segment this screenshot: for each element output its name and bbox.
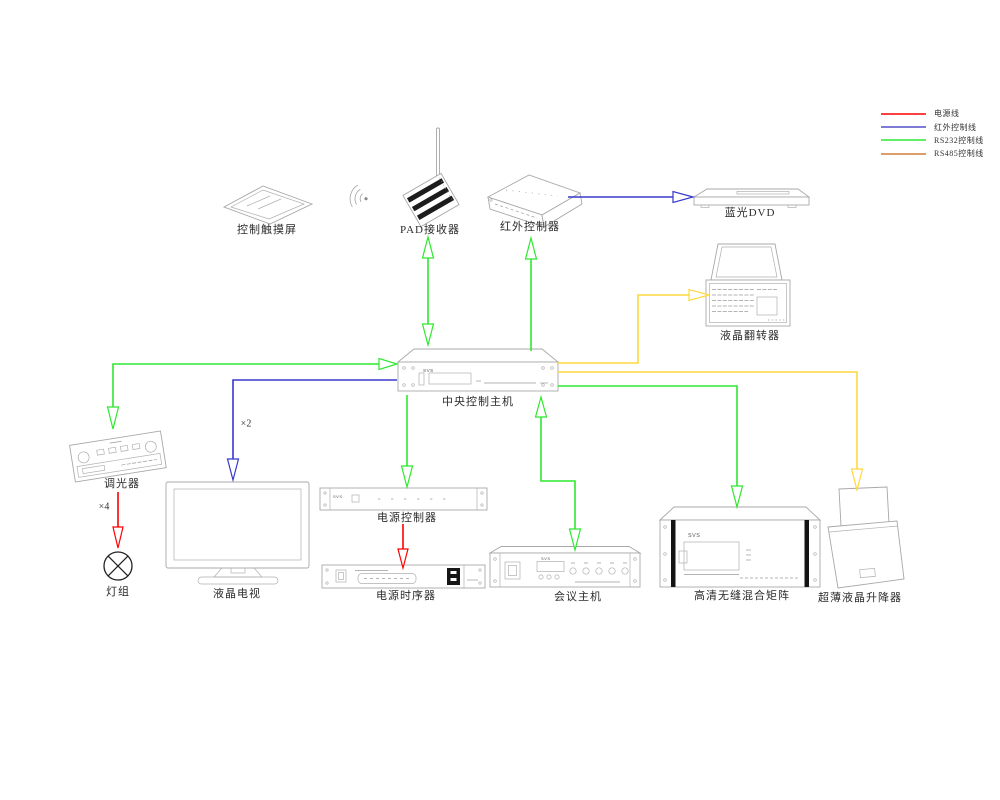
- rs232-line-dimmer: [106, 357, 400, 430]
- legend-item-rs485: RS485控制线: [880, 147, 984, 160]
- matrix-graphic: SVS: [658, 506, 822, 588]
- pad-receiver-graphic: [402, 127, 460, 228]
- ir-line-dvd: [568, 190, 696, 204]
- dimmer-graphic: [69, 430, 167, 483]
- arrow-into-lifter: [850, 468, 864, 493]
- legend-label-rs485: RS485控制线: [934, 149, 984, 159]
- arrow-into-host-left: [378, 357, 400, 371]
- rs232-line-pad-receiver: [421, 234, 435, 348]
- legend-swatch-rs232: [881, 139, 926, 142]
- arrow-into-host-top-left: [421, 323, 435, 348]
- legend-swatch-power: [881, 112, 926, 115]
- power-line-lamp: [112, 492, 124, 549]
- arrow-into-dvd: [672, 190, 696, 204]
- legend-label-rs232: RS232控制线: [934, 135, 984, 145]
- arrow-into-tv: [226, 458, 240, 483]
- label-bluray-dvd: 蓝光DVD: [724, 207, 776, 219]
- touch-screen-graphic: [222, 185, 314, 225]
- annotation-lamp-count: ×4: [98, 501, 110, 513]
- label-power-controller: 电源控制器: [377, 512, 437, 524]
- power-controller-graphic: SVS: [319, 487, 488, 511]
- conference-host-graphic: SVS: [488, 546, 642, 588]
- wifi-signal-icon: [349, 184, 368, 208]
- host-brand-text: SVS: [423, 368, 434, 373]
- rs485-line-lifter: [558, 371, 864, 493]
- rs232-line-matrix: [558, 385, 744, 510]
- label-lcd-lifter: 超薄液晶升降器: [818, 592, 902, 604]
- label-lcd-flipper: 液晶翻转器: [720, 330, 780, 342]
- legend-item-rs232: RS232控制线: [880, 134, 984, 147]
- arrow-into-sequencer: [397, 548, 409, 571]
- label-central-host: 中央控制主机: [442, 396, 514, 408]
- label-lcd-tv: 液晶电视: [213, 588, 261, 600]
- bluray-dvd-graphic: [692, 188, 811, 208]
- arrow-into-host-bottom: [534, 394, 548, 418]
- arrow-into-ir-controller: [524, 235, 538, 260]
- legend-item-power: 电源线: [880, 107, 984, 120]
- lamp-group-graphic: [103, 551, 133, 581]
- legend-swatch-ir: [881, 126, 926, 128]
- lcd-flipper-graphic: [705, 243, 791, 327]
- arrow-into-lamp: [112, 526, 124, 549]
- central-host-graphic: SVS: [396, 348, 560, 392]
- legend-item-ir: 红外控制线: [880, 120, 984, 133]
- arrow-into-power-controller: [400, 465, 414, 490]
- rs232-line-conference: [534, 394, 582, 553]
- label-touch-screen: 控制触摸屏: [237, 224, 297, 236]
- lcd-lifter-graphic: [827, 486, 905, 589]
- label-dimmer: 调光器: [104, 478, 140, 490]
- matrix-brand-text: SVS: [688, 533, 700, 539]
- legend-label-ir: 红外控制线: [934, 122, 977, 132]
- arrow-into-matrix: [730, 485, 744, 510]
- arrow-into-flipper: [688, 288, 712, 302]
- lcd-tv-graphic: [165, 481, 310, 585]
- label-ir-controller: 红外控制器: [500, 221, 560, 233]
- ir-line-tv: [226, 379, 397, 483]
- power-controller-brand-text: SVS: [333, 494, 343, 499]
- power-line-sequencer: [397, 524, 409, 571]
- rs232-line-power-controller: [400, 395, 414, 490]
- arrow-into-conference: [568, 528, 582, 553]
- conference-brand-text: SVS: [541, 556, 551, 561]
- label-matrix: 高清无缝混合矩阵: [694, 590, 790, 602]
- legend-label-power: 电源线: [934, 109, 960, 119]
- label-conference-host: 会议主机: [554, 591, 602, 603]
- label-pad-receiver: PAD接收器: [400, 224, 460, 236]
- power-sequencer-graphic: [321, 564, 486, 589]
- annotation-tv-count: ×2: [240, 418, 252, 430]
- arrow-into-pad: [421, 234, 435, 259]
- ir-controller-graphic: [486, 174, 583, 228]
- arrow-into-dimmer: [106, 406, 120, 430]
- rs232-line-ir-controller: [524, 235, 538, 351]
- label-lamp-group: 灯组: [106, 586, 130, 598]
- legend: 电源线 红外控制线 RS232控制线 RS485控制线: [880, 107, 984, 161]
- label-power-sequencer: 电源时序器: [376, 590, 436, 602]
- rs485-line-flipper: [558, 288, 712, 364]
- legend-swatch-rs485: [881, 153, 926, 155]
